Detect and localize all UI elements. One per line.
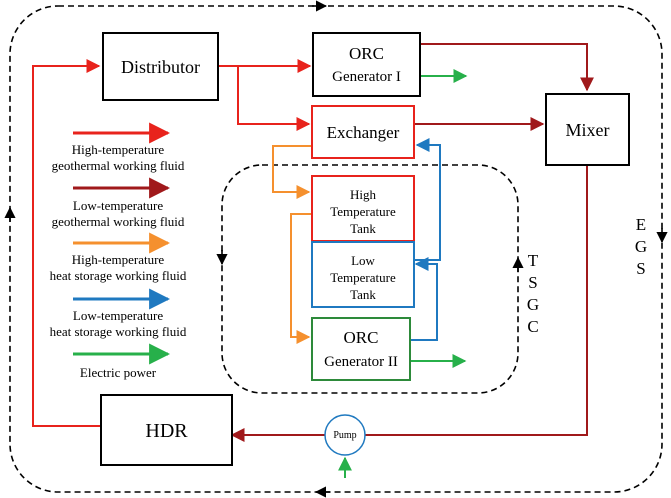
- flows-low-storage: [410, 138, 441, 341]
- legend-low-storage-line2: heat storage working fluid: [50, 324, 187, 339]
- high-temperature-tank-box: High Temperature Tank: [311, 175, 415, 242]
- flow-low-tank-to-exchanger: [414, 138, 441, 261]
- legend-high-geo-line2: geothermal working fluid: [52, 158, 185, 173]
- egs-loop: [4, 0, 668, 498]
- flows-high-storage: [272, 145, 312, 344]
- flows-electric: [338, 69, 468, 478]
- flow-orc1-to-mixer: [420, 43, 594, 92]
- egs-letter-e: E: [636, 215, 646, 234]
- orc2-label-line2: Generator II: [324, 354, 398, 370]
- legend-low-geo-line2: geothermal working fluid: [52, 214, 185, 229]
- flow-mixer-to-pump: [364, 165, 588, 436]
- pump: Pump: [324, 414, 366, 456]
- tsgc-label: T S G C: [527, 251, 539, 336]
- orc-generator-1-box: ORC Generator I: [312, 32, 421, 97]
- legend-item-high-geothermal: High-temperature geothermal working flui…: [52, 122, 185, 173]
- flows-low-geothermal: [230, 43, 594, 442]
- pump-label: Pump: [333, 430, 356, 441]
- legend-item-high-storage: High-temperature heat storage working fl…: [50, 232, 187, 283]
- orc1-label-line2: Generator I: [332, 69, 401, 85]
- orc2-label-line1: ORC: [344, 328, 379, 347]
- tsgc-loop: [216, 164, 524, 394]
- legend-item-electric: Electric power: [73, 343, 171, 380]
- low-tank-label-line2: Temperature: [330, 270, 396, 285]
- tsgc-letter-s: S: [528, 273, 537, 292]
- high-tank-label-line2: Temperature: [330, 204, 396, 219]
- mixer-label: Mixer: [566, 120, 610, 140]
- distributor-box: Distributor: [102, 32, 219, 101]
- flows-high-geothermal: [32, 59, 312, 427]
- hdr-box: HDR: [100, 394, 233, 466]
- exchanger-label: Exchanger: [327, 123, 400, 142]
- egs-letter-s: S: [636, 259, 645, 278]
- egs-label: E G S: [635, 215, 647, 278]
- flow-exchanger-to-high-tank: [272, 145, 312, 199]
- hdr-label: HDR: [145, 420, 188, 442]
- tsgc-letter-t: T: [528, 251, 539, 270]
- exchanger-box: Exchanger: [311, 105, 415, 159]
- legend-low-storage-line1: Low-temperature: [73, 308, 163, 323]
- tsgc-letter-c: C: [527, 317, 538, 336]
- high-tank-label-line3: Tank: [350, 221, 376, 236]
- distributor-label: Distributor: [121, 57, 200, 77]
- orc-generator-2-box: ORC Generator II: [311, 317, 411, 381]
- high-tank-label-line1: High: [350, 187, 377, 202]
- tsgc-letter-g: G: [527, 295, 539, 314]
- legend-low-geo-line1: Low-temperature: [73, 198, 163, 213]
- flow-orc2-to-low-tank: [410, 257, 438, 341]
- mixer-box: Mixer: [545, 93, 630, 166]
- orc1-label-line1: ORC: [349, 44, 384, 63]
- legend-item-low-geothermal: Low-temperature geothermal working fluid: [52, 177, 185, 229]
- flow-high-tank-to-orc2: [290, 213, 312, 344]
- egs-letter-g: G: [635, 237, 647, 256]
- flow-hdr-to-distributor: [32, 59, 101, 427]
- flow-distributor-to-exchanger: [237, 66, 311, 131]
- legend-electric-line1: Electric power: [80, 365, 157, 380]
- legend-item-low-storage: Low-temperature heat storage working flu…: [50, 288, 187, 339]
- legend: High-temperature geothermal working flui…: [50, 122, 187, 380]
- legend-high-storage-line2: heat storage working fluid: [50, 268, 187, 283]
- low-tank-label-line3: Tank: [350, 287, 376, 302]
- legend-high-storage-line1: High-temperature: [72, 252, 165, 267]
- low-temperature-tank-box: Low Temperature Tank: [311, 241, 415, 308]
- low-tank-label-line1: Low: [351, 253, 375, 268]
- legend-high-geo-line1: High-temperature: [72, 142, 165, 157]
